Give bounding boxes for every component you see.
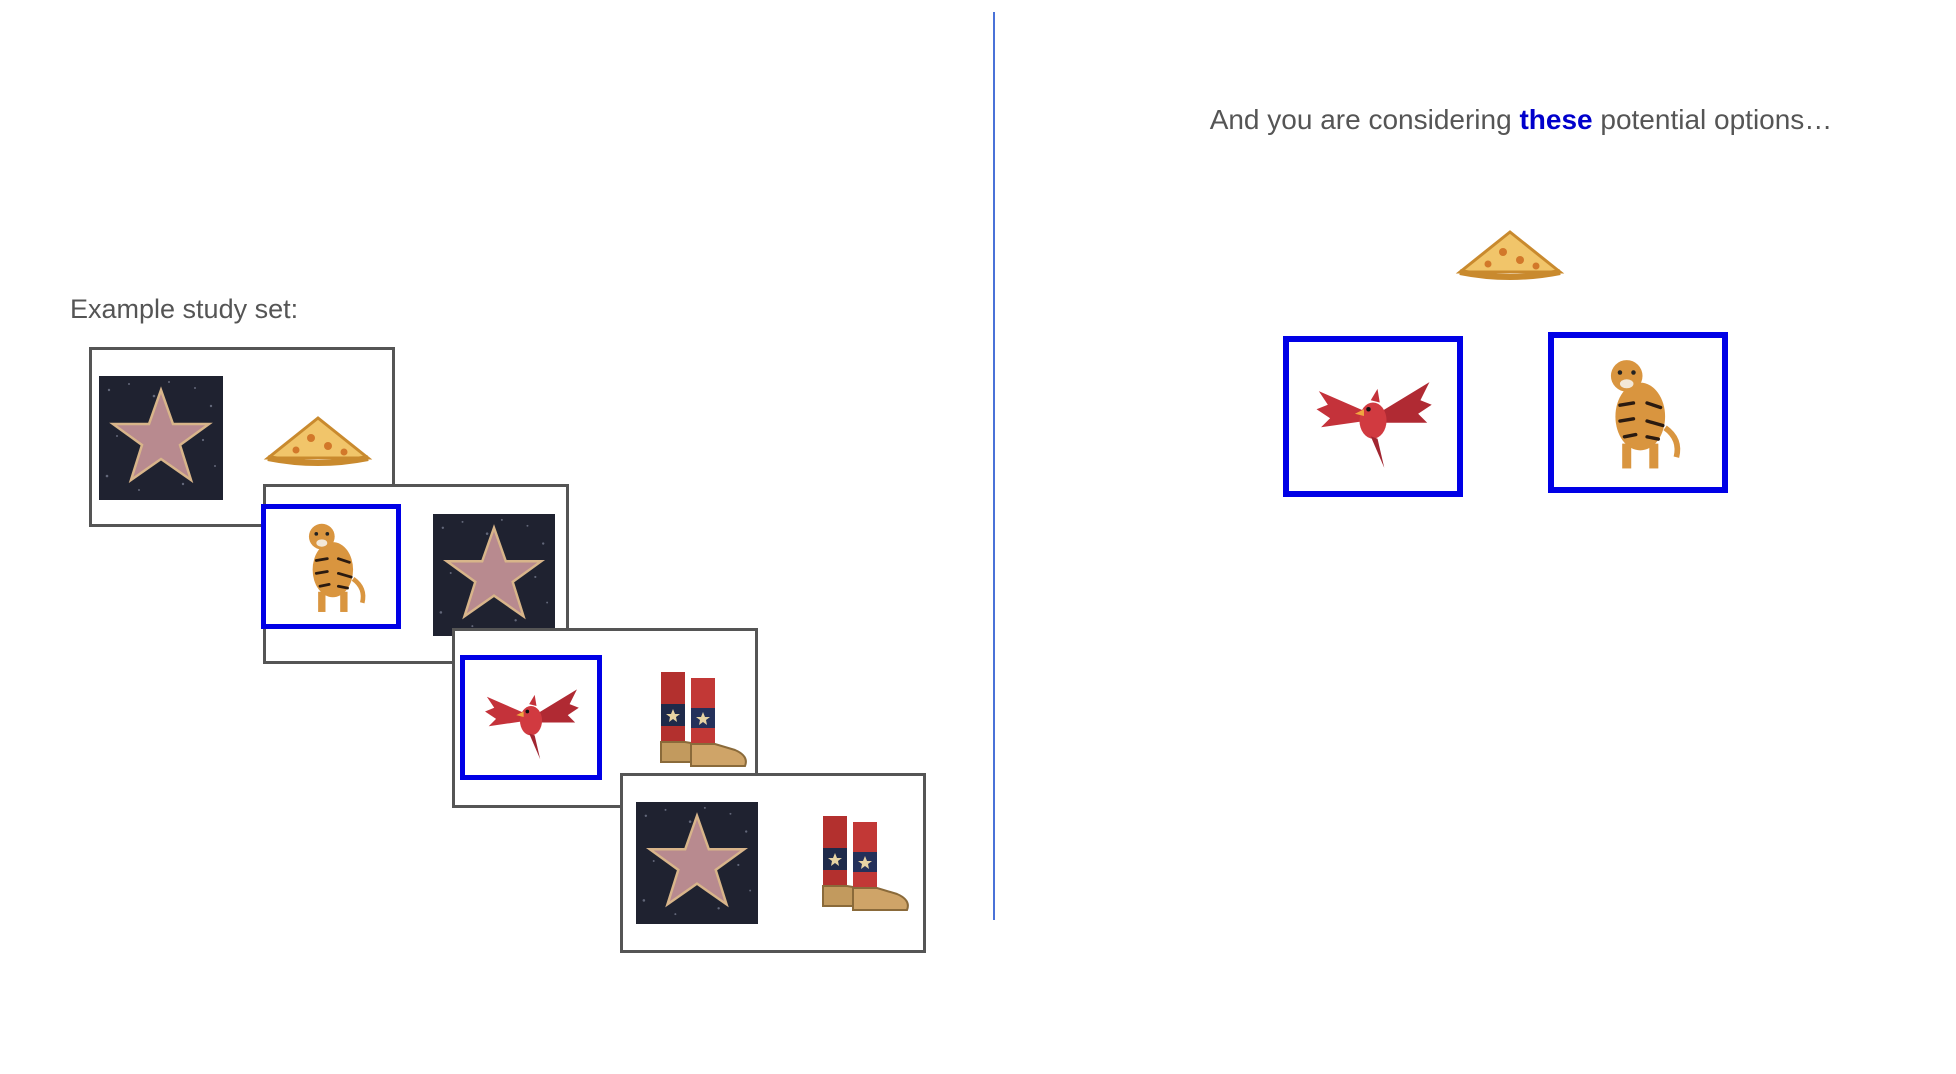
option-tiger[interactable] — [1548, 332, 1728, 493]
cardinal-bird-image — [469, 660, 593, 774]
prompt-text-after: potential options… — [1592, 104, 1833, 135]
study-card-3 — [452, 628, 758, 808]
pizza-slice-image — [256, 376, 380, 500]
study-set-title: Example study set: — [70, 294, 299, 324]
study-card-1 — [89, 347, 395, 527]
prompt-text-before: And you are considering — [1209, 104, 1520, 135]
study-card-4 — [620, 773, 926, 953]
star-tile-image — [432, 514, 556, 636]
star-tile-image — [99, 376, 223, 500]
options-prompt: And you are considering these potential … — [1046, 104, 1956, 136]
cardinal-highlight-box — [460, 655, 602, 780]
tiger-highlight-box — [261, 504, 401, 629]
cowboy-boots-image — [793, 802, 917, 926]
panel-divider — [993, 12, 995, 920]
cowboy-boots-image — [631, 658, 755, 782]
tiger-image — [1563, 342, 1713, 482]
prompt-emphasis: these — [1519, 104, 1593, 135]
cardinal-bird-image — [1298, 346, 1448, 486]
study-card-2 — [261, 484, 569, 664]
option-cardinal-bird[interactable] — [1283, 336, 1463, 497]
star-tile-image — [635, 802, 759, 924]
cue-pizza-slice-image — [1448, 190, 1572, 314]
tiger-image — [269, 509, 393, 623]
